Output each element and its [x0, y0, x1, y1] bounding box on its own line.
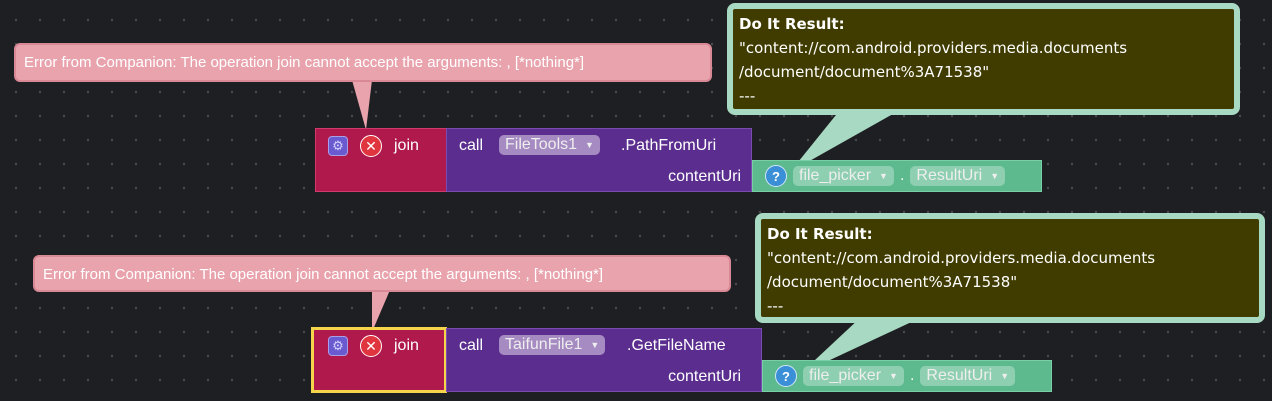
getter-property: ResultUri [916, 167, 983, 184]
getter-property-dropdown[interactable]: ResultUri ▼ [920, 366, 1016, 386]
result-title: Do It Result: [767, 225, 873, 243]
do-it-result-bubble: Do It Result: "content://com.android.pro… [727, 3, 1240, 115]
dropdown-arrow-icon: ▼ [879, 171, 888, 181]
result-line: --- [739, 87, 756, 105]
help-icon[interactable]: ? [775, 365, 797, 387]
companion-error-bubble: Error from Companion: The operation join… [33, 255, 731, 292]
dropdown-arrow-icon: ▼ [585, 140, 594, 150]
getter-component: file_picker [799, 167, 872, 184]
getter-dot: . [909, 367, 915, 384]
result-title: Do It Result: [739, 15, 845, 33]
call-method-block[interactable]: call FileTools1 ▼ .PathFromUri contentUri [446, 128, 752, 192]
result-line: "content://com.android.providers.media.d… [767, 249, 1156, 267]
call-method-block[interactable]: call TaifunFile1 ▼ .GetFileName contentUr… [446, 328, 762, 392]
result-line: /document/document%3A71538" [739, 63, 990, 81]
result-line: /document/document%3A71538" [767, 273, 1018, 291]
gear-icon[interactable]: ⚙ [328, 336, 348, 356]
companion-error-bubble: Error from Companion: The operation join… [14, 43, 712, 82]
getter-component-dropdown[interactable]: file_picker ▼ [803, 366, 904, 386]
dropdown-arrow-icon: ▼ [990, 171, 1000, 181]
method-name: .PathFromUri [621, 137, 717, 154]
getter-component-dropdown[interactable]: file_picker ▼ [793, 166, 894, 186]
getter-dot: . [899, 167, 905, 184]
dropdown-arrow-icon: ▼ [889, 371, 898, 381]
param-label: contentUri [668, 368, 741, 385]
getter-property: ResultUri [926, 367, 993, 384]
join-block[interactable]: ⚙ ✕ join [315, 128, 447, 192]
join-label: join [394, 137, 419, 154]
error-tail-2 [372, 290, 390, 332]
help-icon[interactable]: ? [765, 165, 787, 187]
getter-property-dropdown[interactable]: ResultUri ▼ [910, 166, 1006, 186]
result-tail-1 [790, 110, 900, 172]
getter-component: file_picker [809, 367, 882, 384]
param-label: contentUri [668, 168, 741, 185]
do-it-result-bubble: Do It Result: "content://com.android.pro… [755, 213, 1265, 323]
error-tail-1 [352, 80, 372, 130]
result-line: "content://com.android.providers.media.d… [739, 39, 1128, 57]
method-name: .GetFileName [627, 337, 726, 354]
component-dropdown[interactable]: TaifunFile1 ▼ [499, 335, 606, 355]
component-name: FileTools1 [505, 136, 578, 153]
dropdown-arrow-icon: ▼ [1000, 371, 1010, 381]
gear-icon[interactable]: ⚙ [328, 136, 348, 156]
component-name: TaifunFile1 [505, 336, 583, 353]
error-icon[interactable]: ✕ [360, 135, 382, 157]
getter-block[interactable]: ? file_picker ▼ . ResultUri ▼ [762, 360, 1052, 392]
result-line: --- [767, 297, 784, 315]
call-label: call [459, 137, 484, 154]
call-label: call [459, 337, 484, 354]
component-dropdown[interactable]: FileTools1 ▼ [499, 135, 600, 155]
dropdown-arrow-icon: ▼ [590, 340, 600, 350]
error-icon[interactable]: ✕ [360, 335, 382, 357]
join-label: join [394, 337, 419, 354]
getter-block[interactable]: ? file_picker ▼ . ResultUri ▼ [752, 160, 1042, 192]
join-block-selected[interactable]: ⚙ ✕ join [311, 327, 447, 393]
